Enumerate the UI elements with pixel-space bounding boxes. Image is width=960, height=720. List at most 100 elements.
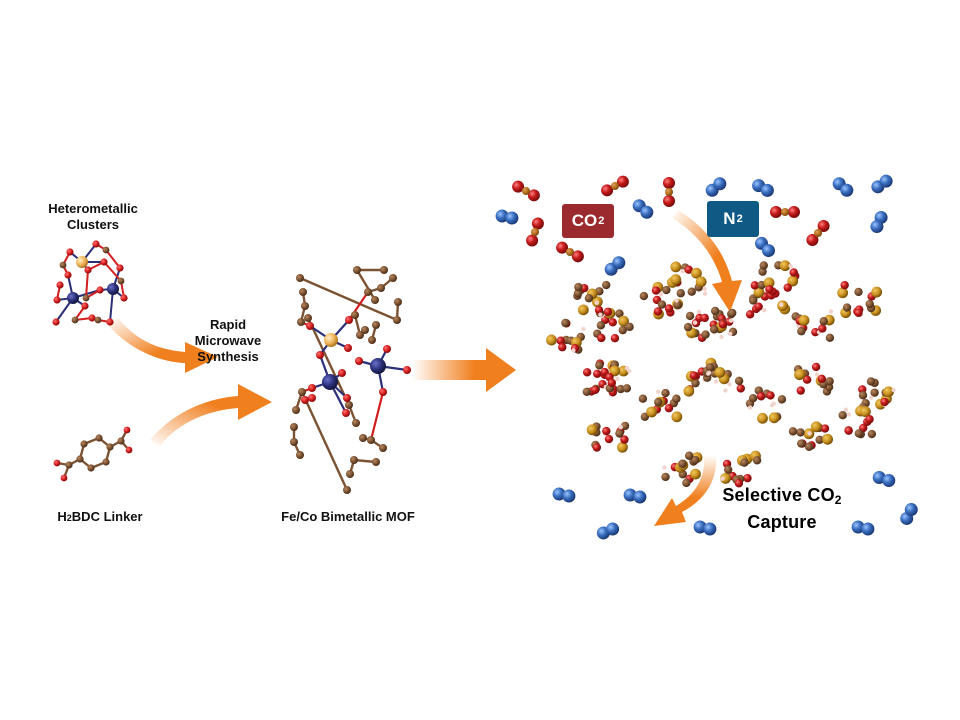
oxygen-atom xyxy=(806,234,819,247)
carbon-atom xyxy=(372,321,380,329)
carbon-atom xyxy=(638,394,648,403)
metal-atom xyxy=(609,365,621,377)
hydrogen-atom xyxy=(594,300,599,306)
carbon-atom xyxy=(804,442,814,451)
metal-atom xyxy=(586,424,598,436)
oxygen-atom xyxy=(811,327,820,337)
carbon-atom xyxy=(748,393,758,403)
carbon-atom xyxy=(290,423,298,431)
oxygen-atom xyxy=(66,248,74,256)
h2bdc-linker-model xyxy=(53,426,133,482)
carbon-atom xyxy=(379,444,387,452)
oxygen-atom xyxy=(718,320,728,329)
carbon-atom xyxy=(301,302,309,310)
oxygen-atom xyxy=(865,415,874,424)
oxygen-atom xyxy=(689,371,699,380)
carbon-atom xyxy=(728,308,737,318)
hydrogen-atom xyxy=(702,286,707,292)
carbon-atom xyxy=(867,429,877,439)
hydrogen-atom xyxy=(807,431,812,436)
carbon-atom xyxy=(82,294,90,302)
carbon-atom xyxy=(640,412,650,421)
linker-label-prefix: H xyxy=(57,509,67,524)
oxygen-atom xyxy=(788,206,800,218)
metal-atom xyxy=(670,274,682,285)
oxygen-atom xyxy=(345,316,353,324)
metal-atom xyxy=(546,334,557,346)
carbon-atom xyxy=(351,311,359,319)
arrow-n2-release xyxy=(654,455,717,526)
metal-atom xyxy=(618,315,629,327)
oxygen-atom xyxy=(766,391,775,400)
hydrogen-atom xyxy=(581,326,586,332)
carbon-atom xyxy=(76,455,84,463)
carbon-atom xyxy=(777,395,787,404)
carbon-atom xyxy=(296,274,304,282)
carbon-atom xyxy=(657,300,667,309)
nitrogen-atom xyxy=(870,220,884,234)
oxygen-atom xyxy=(817,219,830,232)
oxygen-atom xyxy=(756,392,766,401)
oxygen-atom xyxy=(811,362,821,372)
carbon-atom xyxy=(95,434,103,442)
carbon-atom xyxy=(814,229,822,237)
n2-molecule xyxy=(632,199,654,219)
carbon-atom xyxy=(292,406,300,414)
nitrogen-atom xyxy=(552,487,566,501)
oxygen-atom xyxy=(92,240,100,248)
oxygen-atom xyxy=(120,294,128,302)
bimetallic-mof-model xyxy=(290,266,411,494)
oxygen-atom xyxy=(743,473,752,483)
metal-atom xyxy=(822,433,833,445)
oxygen-atom xyxy=(820,424,830,433)
oxygen-atom xyxy=(343,394,351,402)
hydrogen-atom xyxy=(624,365,630,371)
n2-tag-sub: 2 xyxy=(736,213,743,225)
carbon-atom xyxy=(838,410,847,420)
bond xyxy=(105,249,121,269)
hydrogen-atom xyxy=(658,292,664,297)
carbon-atom xyxy=(618,325,627,335)
arrow-mof-to-framework xyxy=(412,348,516,392)
carbon-atom xyxy=(117,277,125,285)
capture-label-line2: Capture xyxy=(747,512,817,532)
hydrogen-atom xyxy=(618,424,623,430)
carbon-atom xyxy=(380,266,388,274)
n2-molecule xyxy=(705,177,727,197)
oxygen-atom xyxy=(556,241,569,254)
carbon-atom xyxy=(740,458,749,467)
oxygen-atom xyxy=(526,234,539,247)
cobalt-atom xyxy=(370,358,386,374)
carbon-atom xyxy=(866,377,876,386)
carbon-atom xyxy=(394,298,402,306)
carbon-atom xyxy=(350,456,358,464)
oxygen-atom xyxy=(512,180,525,193)
oxygen-atom xyxy=(664,404,674,413)
carbon-atom xyxy=(615,429,624,438)
hydrogen-atom xyxy=(720,476,725,481)
carbon-atom xyxy=(616,384,625,394)
carbon-atom xyxy=(106,443,114,451)
carbon-atom xyxy=(734,376,744,386)
n2-molecule xyxy=(693,520,717,536)
carbon-atom xyxy=(701,330,710,339)
carbon-atom xyxy=(690,455,700,465)
oxygen-atom xyxy=(608,318,617,327)
carbon-atom xyxy=(724,465,733,474)
gas-molecules xyxy=(495,174,918,540)
hydrogen-atom xyxy=(788,263,793,269)
n2-molecule xyxy=(604,256,626,276)
hydrogen-atom xyxy=(771,401,776,406)
carbon-atom xyxy=(80,440,88,448)
co2-molecule xyxy=(601,175,629,197)
hydrogen-atom xyxy=(891,387,896,393)
oxygen-atom xyxy=(53,459,61,467)
carbon-atom xyxy=(620,421,630,431)
oxygen-atom xyxy=(527,189,540,202)
oxygen-atom xyxy=(582,368,592,377)
carbon-atom xyxy=(353,266,361,274)
n2-molecule xyxy=(596,522,620,540)
